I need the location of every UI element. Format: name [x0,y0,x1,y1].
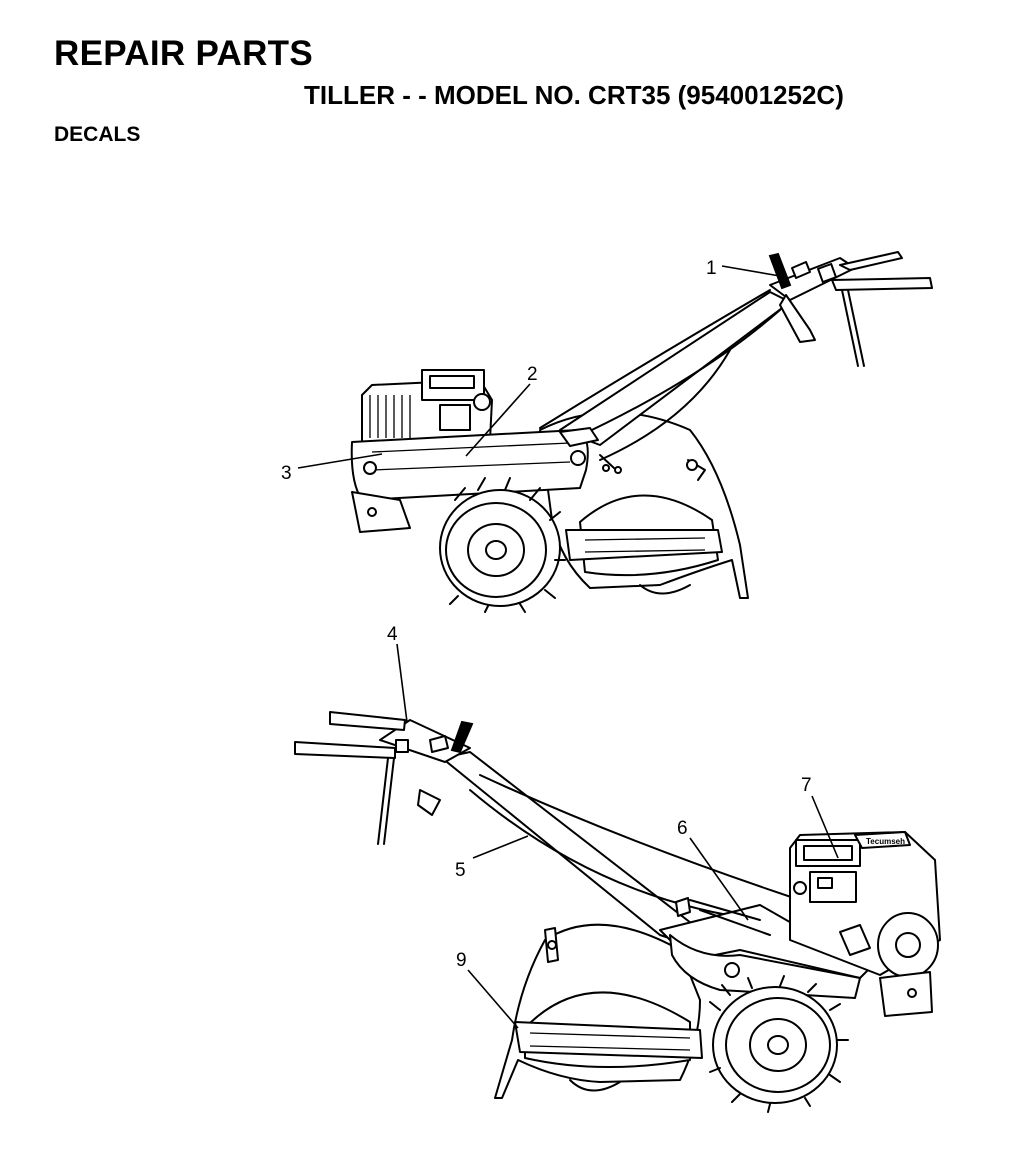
page-title: REPAIR PARTS [54,34,313,73]
svg-text:7: 7 [801,775,812,796]
callout-4: 4 [387,624,408,723]
svg-text:1: 1 [706,258,717,279]
callout-3: 3 [281,453,383,484]
engine-upper [361,369,493,443]
callout-6: 6 [677,818,749,921]
tiller-upper-view [350,251,933,613]
svg-text:5: 5 [455,860,466,881]
wheel-upper [439,477,566,613]
callout-2: 2 [465,364,538,457]
callout-9: 9 [456,950,519,1029]
callout-7: 7 [801,775,839,859]
engine-brand-label: Tecumseh [866,837,905,846]
svg-text:2: 2 [527,364,538,385]
section-heading: DECALS [54,123,141,146]
svg-text:9: 9 [456,950,467,971]
belt-cover-upper [350,427,622,501]
wheel-lower [709,975,849,1113]
handlebar-lower [294,711,801,946]
belt-cover-lower [659,897,871,999]
callout-5: 5 [455,835,529,881]
handlebar-upper [539,251,933,461]
callout-1: 1 [706,258,781,279]
frame-lower [879,971,933,1017]
tine-shield-upper [539,411,749,599]
tine-shield-lower [494,923,703,1099]
svg-text:4: 4 [387,624,398,645]
tiller-lower-view: Tecumseh [294,711,941,1113]
frame-upper [351,491,411,533]
model-subtitle: TILLER - - MODEL NO. CRT35 (954001252C) [304,80,844,110]
engine-lower: Tecumseh [789,831,941,978]
svg-text:3: 3 [281,463,292,484]
svg-text:6: 6 [677,818,688,839]
